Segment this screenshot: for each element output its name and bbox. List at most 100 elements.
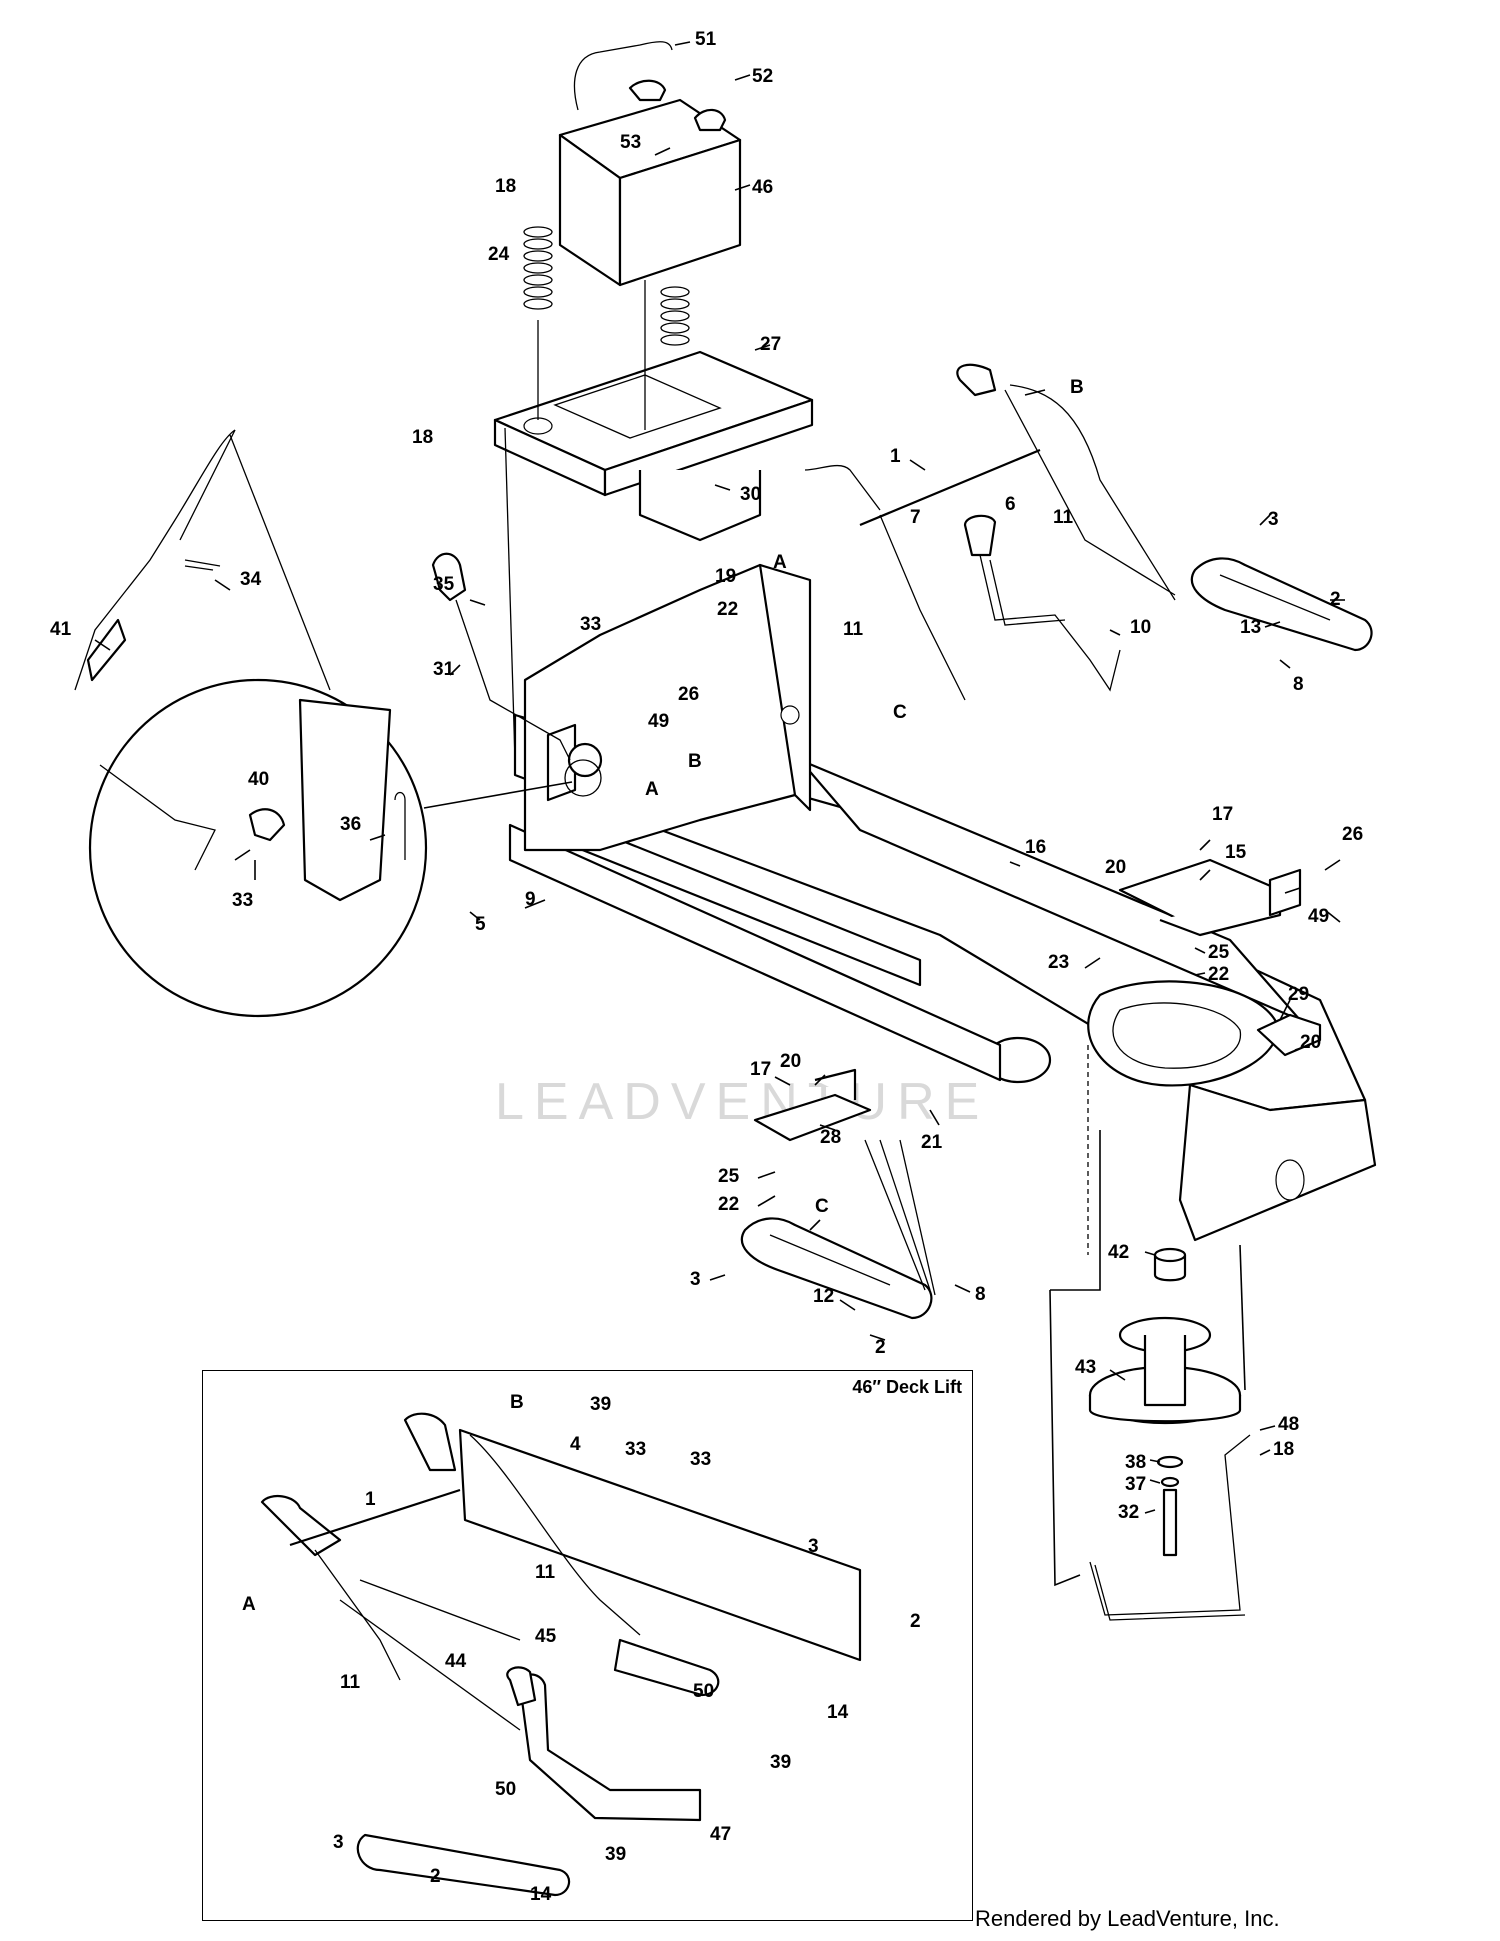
label-A-inset: A <box>242 1594 256 1615</box>
label-46: 46 <box>752 177 773 198</box>
lift-lever <box>804 363 1176 596</box>
label-8-right: 8 <box>1293 674 1304 695</box>
label-35: 35 <box>433 574 455 595</box>
label-9: 9 <box>525 889 536 910</box>
lift-link-rod <box>879 384 1176 701</box>
label-38: 38 <box>1125 1452 1146 1473</box>
label-20-right: 20 <box>1105 857 1126 878</box>
label-3-inset-right: 3 <box>808 1536 819 1557</box>
label-14-bottom: 14 <box>530 1884 552 1905</box>
label-2-inset-right: 2 <box>910 1611 921 1632</box>
label-1-inset: 1 <box>365 1489 376 1510</box>
battery <box>558 79 742 287</box>
label-B-mid: B <box>688 751 702 772</box>
label-27: 27 <box>760 334 781 355</box>
part-labels: 51 52 53 46 18 24 27 18 30 B 1 7 6 11 3 … <box>50 29 1363 1905</box>
label-11-inset-bottom: 11 <box>340 1672 361 1693</box>
label-49-mid: 49 <box>648 711 669 732</box>
label-22-mid: 22 <box>718 1194 739 1215</box>
cable-pin <box>184 559 221 571</box>
side-rail-left <box>508 818 1002 1082</box>
label-39-mid: 39 <box>770 1752 791 1773</box>
label-4: 4 <box>570 1434 581 1455</box>
label-2-mid: 2 <box>875 1337 886 1358</box>
battery-hold-down-rod <box>573 41 673 111</box>
shift-lever <box>431 552 571 761</box>
label-22-top: 22 <box>717 599 738 620</box>
label-2-inset-bottom: 2 <box>430 1866 441 1887</box>
label-22-right: 22 <box>1208 964 1229 985</box>
label-44: 44 <box>445 1651 467 1672</box>
label-45: 45 <box>535 1626 557 1647</box>
label-30: 30 <box>740 484 761 505</box>
label-33-top: 33 <box>580 614 601 635</box>
label-53: 53 <box>620 132 641 153</box>
label-25-right: 25 <box>1208 942 1230 963</box>
label-17-mid: 17 <box>750 1059 771 1080</box>
label-51: 51 <box>695 29 717 50</box>
label-32: 32 <box>1118 1502 1139 1523</box>
label-18-bottom: 18 <box>1273 1439 1294 1460</box>
label-15: 15 <box>1225 842 1247 863</box>
pedal-bracket <box>753 1013 1322 1142</box>
dash-support-plate <box>523 563 812 852</box>
label-33-detail: 33 <box>232 890 253 911</box>
detail-magnifier <box>88 678 602 1018</box>
label-34: 34 <box>240 569 262 590</box>
pulley-lines <box>1049 1045 1246 1587</box>
label-18-tray: 18 <box>412 427 433 448</box>
pulley-assembly <box>1088 1247 1242 1557</box>
label-C-mid: C <box>815 1196 829 1217</box>
watermark: LEADVENTURE <box>495 1073 990 1131</box>
label-A-top: A <box>773 552 787 573</box>
label-33-inset-a: 33 <box>625 1439 646 1460</box>
label-12: 12 <box>813 1286 834 1307</box>
label-18-top: 18 <box>495 176 516 197</box>
label-29: 29 <box>1288 984 1309 1005</box>
lift-knob <box>963 514 997 557</box>
label-3-right: 3 <box>1268 509 1279 530</box>
label-10: 10 <box>1130 617 1151 638</box>
label-B-top: B <box>1070 377 1084 398</box>
label-41: 41 <box>50 619 72 640</box>
label-6: 6 <box>1005 494 1016 515</box>
label-31: 31 <box>433 659 455 680</box>
label-48: 48 <box>1278 1414 1299 1435</box>
label-42: 42 <box>1108 1242 1129 1263</box>
label-47: 47 <box>710 1824 731 1845</box>
label-39-top: 39 <box>590 1394 611 1415</box>
label-33-inset-b: 33 <box>690 1449 711 1470</box>
deck-lift-inset-frame: 46″ Deck Lift <box>202 1370 973 1921</box>
label-16: 16 <box>1025 837 1046 858</box>
lift-arm-right <box>1190 557 1373 652</box>
lift-handle-rod <box>979 554 1121 692</box>
label-5: 5 <box>475 914 486 935</box>
label-40: 40 <box>248 769 269 790</box>
label-C-top: C <box>893 702 907 723</box>
label-3-mid: 3 <box>690 1269 701 1290</box>
label-43: 43 <box>1075 1357 1096 1378</box>
cable-assembly <box>74 429 331 691</box>
label-8-mid: 8 <box>975 1284 986 1305</box>
lift-arm-left <box>740 1217 933 1320</box>
label-A-mid: A <box>645 779 659 800</box>
label-20-mid: 20 <box>780 1051 801 1072</box>
label-50-bottom: 50 <box>495 1779 516 1800</box>
idler-bracket <box>1089 1434 1251 1621</box>
label-36: 36 <box>340 814 361 835</box>
label-50-top: 50 <box>693 1681 714 1702</box>
label-21: 21 <box>921 1132 943 1153</box>
label-52: 52 <box>752 66 773 87</box>
label-39-bottom: 39 <box>605 1844 626 1865</box>
label-17-right: 17 <box>1212 804 1233 825</box>
label-20-far: 20 <box>1300 1032 1321 1053</box>
label-11-inset-top: 11 <box>535 1562 556 1583</box>
label-11-right: 11 <box>1053 507 1074 528</box>
label-3-inset-bottom: 3 <box>333 1832 344 1853</box>
label-26-right: 26 <box>1342 824 1363 845</box>
label-1: 1 <box>890 446 901 467</box>
label-49-right: 49 <box>1308 906 1329 927</box>
render-credit: Rendered by LeadVenture, Inc. <box>975 1906 1280 1931</box>
label-7: 7 <box>910 507 921 528</box>
